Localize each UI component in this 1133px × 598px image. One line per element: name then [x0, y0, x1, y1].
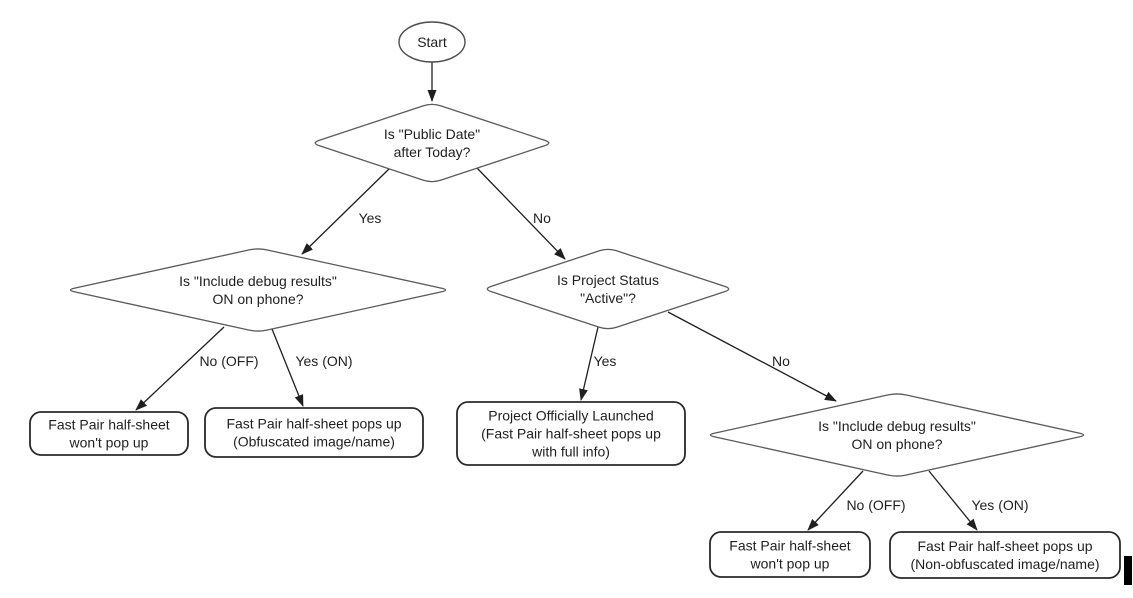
edge-public-date-no-label: No: [533, 210, 551, 226]
edge-status-yes-label: Yes: [594, 353, 617, 369]
decision-project-status-label-line: "Active"?: [580, 290, 636, 306]
outcome-wont-pop-up-left-label-line: Fast Pair half-sheet: [48, 417, 169, 433]
outcome-officially-launched-label-line: with full info): [531, 444, 610, 460]
edge-public-date-yes-label: Yes: [359, 210, 382, 226]
edge-debug-left-no-off-line: [135, 326, 225, 411]
outcome-wont-pop-up-right-shape: [709, 531, 871, 578]
start-node-shape: [398, 21, 466, 63]
outcome-wont-pop-up-left-shape: [29, 411, 189, 456]
outcome-officially-launched: Project Officially Launched (Fast Pair ha…: [456, 401, 686, 466]
edge-status-yes-line: [579, 326, 599, 401]
outcome-obfuscated-label-line: (Obfuscated image/name): [233, 434, 395, 450]
decision-public-date-shape: [314, 103, 550, 183]
outcome-non-obfuscated-shape: [889, 531, 1121, 579]
outcome-non-obfuscated: Fast Pair half-sheet pops up (Non-obfusca…: [889, 531, 1121, 579]
outcome-obfuscated-shape: [204, 407, 424, 458]
edge-debug-left-yes-on: Yes (ON): [271, 328, 353, 407]
edge-debug-right-no-off-line: [807, 470, 864, 531]
outcome-wont-pop-up-left: Fast Pair half-sheet won't pop up: [29, 411, 189, 456]
edge-public-date-yes: Yes: [301, 168, 390, 255]
outcome-wont-pop-up-right: Fast Pair half-sheet won't pop up: [709, 531, 871, 578]
edge-debug-right-no-off: No (OFF): [807, 470, 906, 531]
outcome-officially-launched-shape: [456, 401, 686, 466]
edge-debug-right-yes-on-label: Yes (ON): [971, 497, 1028, 513]
decision-debug-results-right-label-line: Is "Include debug results": [818, 418, 976, 434]
decision-project-status-shape: [486, 248, 730, 330]
decision-project-status-label-line: Is Project Status: [557, 272, 659, 288]
decision-public-date-label-line: after Today?: [394, 144, 471, 160]
edge-debug-left-yes-on-label: Yes (ON): [295, 353, 352, 369]
decision-project-status: Is Project Status "Active"?: [486, 248, 730, 330]
edge-status-yes: Yes: [579, 326, 617, 401]
start-node: Start: [398, 21, 466, 63]
edge-debug-left-no-off: No (OFF): [135, 326, 259, 411]
decision-public-date-label-line: Is "Public Date": [384, 126, 480, 142]
edge-debug-left-no-off-label: No (OFF): [199, 353, 258, 369]
decision-debug-results-left-label-line: ON on phone?: [212, 291, 303, 307]
edge-debug-right-yes-on: Yes (ON): [928, 470, 1029, 531]
outcome-wont-pop-up-right-label-line: won't pop up: [750, 556, 830, 572]
edge-status-no-line: [667, 311, 837, 402]
edge-public-date-no-line: [476, 167, 566, 260]
outcome-wont-pop-up-left-label-line: won't pop up: [69, 435, 149, 451]
start-node-label-line: Start: [417, 34, 447, 50]
outcome-wont-pop-up-right-label-line: Fast Pair half-sheet: [729, 538, 850, 554]
decision-debug-results-left-shape: [69, 248, 447, 332]
text-cursor-artifact: [1124, 556, 1132, 585]
edge-debug-right-yes-on-line: [928, 470, 978, 531]
decision-debug-results-right-label-line: ON on phone?: [851, 436, 942, 452]
decision-public-date: Is "Public Date" after Today?: [314, 103, 550, 183]
edge-debug-right-no-off-label: No (OFF): [846, 497, 905, 513]
edge-debug-left-yes-on-line: [271, 328, 304, 407]
outcome-obfuscated: Fast Pair half-sheet pops up (Obfuscated …: [204, 407, 424, 458]
edge-status-no-label: No: [772, 353, 790, 369]
outcome-officially-launched-label-line: (Fast Pair half-sheet pops up: [481, 426, 661, 442]
decision-debug-results-left-label-line: Is "Include debug results": [179, 273, 337, 289]
decision-debug-results-left: Is "Include debug results" ON on phone?: [69, 248, 447, 332]
decision-debug-results-right-shape: [709, 393, 1085, 477]
outcome-officially-launched-label-line: Project Officially Launched: [488, 408, 654, 424]
decision-debug-results-right: Is "Include debug results" ON on phone?: [709, 393, 1085, 477]
outcome-obfuscated-label-line: Fast Pair half-sheet pops up: [226, 416, 401, 432]
edge-public-date-no: No: [476, 167, 566, 260]
outcome-non-obfuscated-label-line: (Non-obfuscated image/name): [910, 556, 1099, 572]
edge-public-date-yes-line: [301, 168, 390, 255]
edge-status-no: No: [667, 311, 837, 402]
outcome-non-obfuscated-label-line: Fast Pair half-sheet pops up: [917, 538, 1092, 554]
